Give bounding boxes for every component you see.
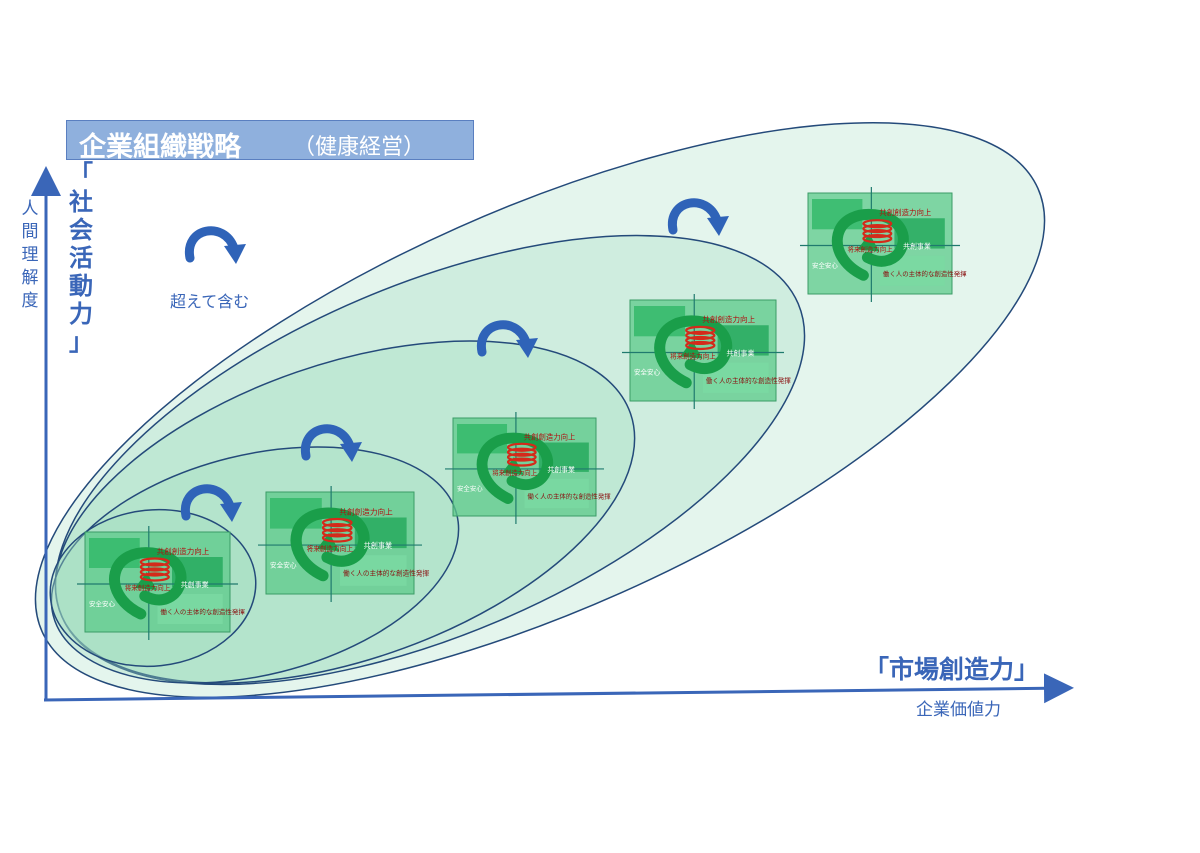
spiral-arrowhead	[680, 340, 703, 359]
arc-arrow-head	[224, 244, 246, 264]
arc-arrow-2	[180, 484, 242, 522]
panel-top-label: 共創創造力向上	[524, 433, 576, 442]
panel-left-label: 安全安心	[457, 484, 483, 493]
spring-coil	[139, 557, 170, 567]
panel-center-label: 将来創造力向上	[307, 544, 354, 553]
arc-arrow-head	[516, 338, 538, 358]
panel-bottom-label: 働く人の主体的な創造性発揮	[343, 569, 429, 578]
spring-coil	[321, 523, 353, 533]
arc-arrow-3	[300, 424, 362, 462]
arc-arrow-head	[220, 502, 242, 522]
x-axis-label-small: 企業価値力	[916, 700, 1001, 720]
arc-arrow-body	[476, 320, 531, 357]
panel-top-label: 共創創造力向上	[339, 506, 393, 516]
panel-bottom-label: 働く人の主体的な創造性発揮	[527, 491, 611, 500]
spring-coil	[139, 572, 170, 582]
spiral-arrow	[109, 547, 187, 620]
y-axis-label-small: 人間理解度	[21, 199, 39, 311]
spring-coil	[321, 517, 353, 528]
panel-bottom-label: 働く人の主体的な創造性発揮	[706, 376, 791, 385]
spring-coil	[506, 442, 537, 452]
panel-bottom-label: 働く人の主体的な創造性発揮	[883, 269, 967, 278]
arc-arrows	[180, 198, 729, 522]
spiral-arrow	[832, 209, 909, 281]
panel-left-label: 安全安心	[270, 560, 297, 569]
arc-arrow-head	[707, 216, 729, 236]
page-title: 企業組織戦略	[79, 132, 241, 163]
x-axis-line	[43, 673, 1074, 704]
arc-arrow-body	[300, 424, 355, 461]
spring-coil	[685, 325, 716, 335]
title-box: 企業組織戦略 （健康経営）	[66, 120, 474, 163]
panel-left-label: 安全安心	[812, 261, 838, 270]
spiral-arrow	[290, 507, 370, 582]
spring-coil	[139, 562, 170, 572]
spiral-arrow	[654, 315, 733, 389]
spring-coil	[862, 233, 893, 244]
spring-coil	[685, 330, 716, 341]
spring-coil	[862, 229, 893, 239]
arc-arrow-head	[340, 442, 362, 462]
spiral-arrow	[476, 432, 553, 504]
spring-coil	[862, 219, 893, 229]
spring-coil	[685, 340, 716, 351]
spring-coil	[862, 224, 893, 234]
spring-coil	[321, 528, 353, 538]
panel-top-label: 共創創造力向上	[879, 207, 932, 217]
strategy-panels: 共創創造力向上将来創造力向上共創事業働く人の主体的な創造性発揮安全安心共創創造力…	[77, 187, 967, 640]
panel-right-label: 共創事業	[181, 580, 209, 589]
panel-center-label: 将来創造力向上	[848, 244, 894, 253]
panel-left-label: 安全安心	[634, 368, 661, 377]
annotation-text: 超えて含む	[170, 292, 250, 311]
spiral-arrowhead	[857, 233, 880, 252]
spring-coil	[139, 567, 170, 577]
spring-coil	[685, 335, 716, 346]
spring-coil	[506, 457, 537, 467]
panel-top-label: 共創創造力向上	[157, 546, 210, 556]
arc-arrow-5	[667, 198, 729, 236]
y-axis-label-bold: 「社会活動力」	[69, 160, 93, 356]
panel-right-label: 共創事業	[547, 465, 575, 474]
arc-arrow-body	[180, 484, 235, 521]
arc-arrow-1	[184, 226, 246, 264]
spiral-arrowhead	[134, 572, 157, 590]
axes	[31, 166, 1074, 704]
panel-right-label: 共創事業	[903, 241, 931, 250]
panel-right-label: 共創事業	[726, 349, 754, 358]
arc-arrow-body	[667, 198, 722, 235]
panel-center-label: 将来創造力向上	[125, 583, 171, 592]
spring-coil	[506, 447, 537, 457]
spring-coil	[321, 533, 353, 543]
strategy-panel-5: 共創創造力向上将来創造力向上共創事業働く人の主体的な創造性発揮 安全安心	[800, 187, 967, 302]
arc-arrow-body	[184, 226, 239, 263]
page-subtitle: （健康経営）	[293, 135, 426, 160]
panel-center-label: 将来創造力向上	[670, 352, 716, 361]
panel-top-label: 共創創造力向上	[702, 314, 755, 324]
arc-arrow-4	[476, 320, 538, 358]
x-axis-label-bold: 「市場創造力」	[864, 655, 1040, 684]
spring-coil	[506, 452, 537, 462]
panel-center-label: 将来創造力向上	[492, 468, 537, 477]
panel-right-label: 共創事業	[364, 541, 393, 550]
panel-left-label: 安全安心	[89, 599, 116, 608]
panel-bottom-label: 働く人の主体的な創造性発揮	[160, 607, 245, 616]
spiral-arrowhead	[316, 532, 340, 552]
